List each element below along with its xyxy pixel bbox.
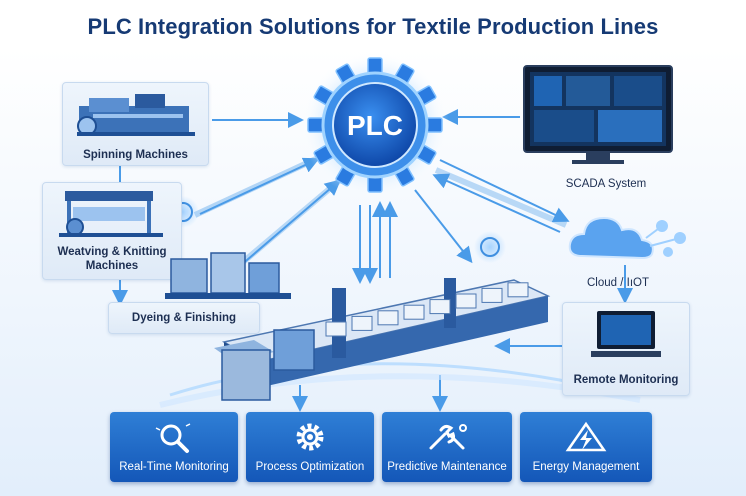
benefit-real-time-monitoring: Real-Time Monitoring (110, 412, 238, 482)
benefit-energy-management: Energy Management (520, 412, 652, 482)
plc-hub-label: PLC (347, 110, 403, 141)
cloud-icon (568, 216, 686, 260)
machine-module (481, 287, 503, 303)
machine-module (507, 282, 529, 298)
page-title: PLC Integration Solutions for Textile Pr… (87, 14, 659, 39)
weaving-machine-illustration (59, 191, 163, 237)
production-line-illustration (214, 278, 551, 401)
dyeing-machine-illustration (165, 252, 291, 299)
plc-hub: PLC (301, 51, 449, 199)
cloud-iiot-label: Cloud / IıOT (587, 277, 649, 289)
dyeing-finishing-label: Dyeing & Finishing (131, 312, 237, 324)
magnifier-icon (155, 423, 191, 453)
remote-monitoring-card: Remote Monitoring (562, 302, 690, 396)
benefit-label: Energy Management (532, 461, 640, 473)
benefit-label: Predictive Maintenance (387, 461, 507, 473)
benefit-label: Real-Time Monitoring (119, 461, 229, 473)
spinning-machines-label: Spinning Machines (83, 149, 188, 161)
weaving-knitting-card: Weatving & Knitting Machines (42, 182, 182, 280)
benefit-label: Process Optimization (255, 461, 365, 473)
weaving-knitting-label: Weatving & Knitting Machines (57, 246, 167, 272)
wrench-icon (429, 424, 467, 450)
spinning-machine-illustration (77, 94, 195, 136)
scada-monitor (523, 65, 673, 164)
benefit-predictive-maintenance: Predictive Maintenance (382, 412, 512, 482)
spinning-machines-card: Spinning Machines (62, 82, 209, 166)
remote-monitor-illustration (591, 311, 661, 357)
gear-icon (296, 423, 324, 451)
machine-module (325, 321, 347, 337)
remote-monitoring-label: Remote Monitoring (573, 374, 679, 386)
benefit-process-optimization: Process Optimization (246, 412, 374, 482)
machine-module (455, 293, 477, 309)
machine-module (377, 310, 399, 326)
machine-module (429, 299, 451, 315)
lightning-icon (565, 421, 607, 452)
scada-system-label: SCADA System (565, 178, 647, 190)
machine-module (403, 304, 425, 320)
dyeing-finishing-card: Dyeing & Finishing (108, 302, 260, 334)
machine-module (351, 315, 373, 331)
